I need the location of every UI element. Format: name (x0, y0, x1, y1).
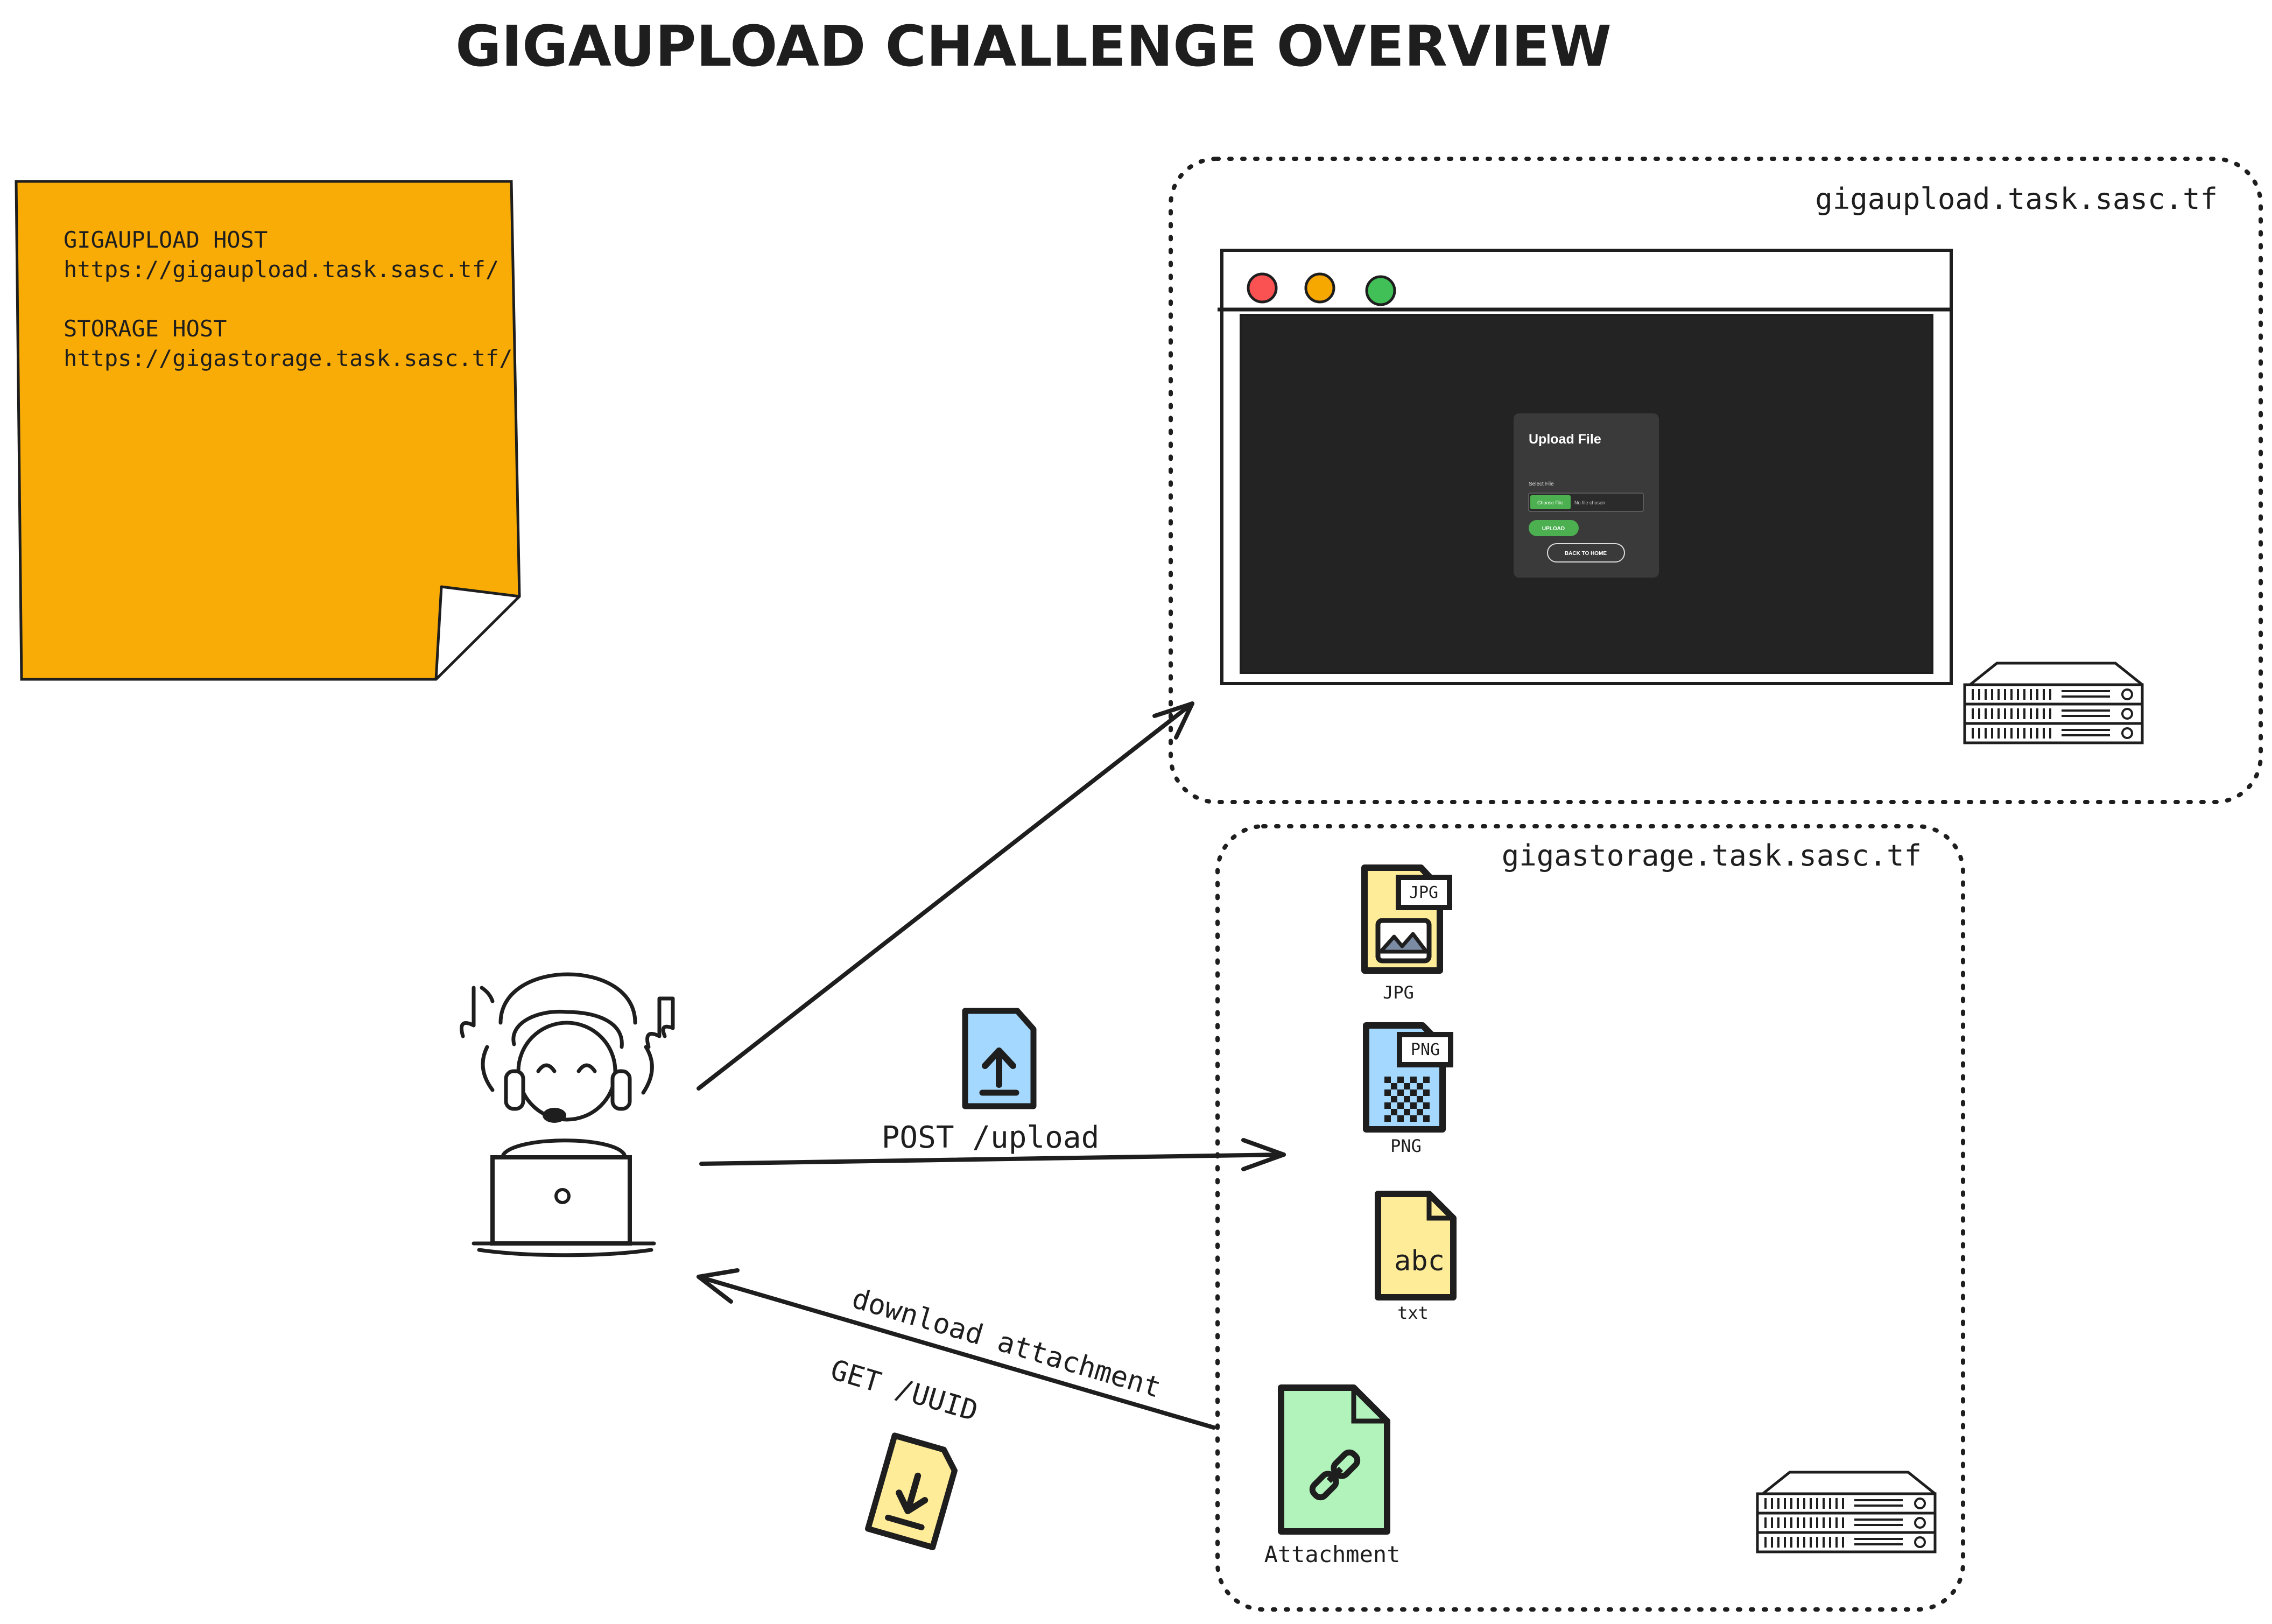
png-file: PNG PNG (1363, 1022, 1453, 1156)
upload-form-title: Upload File (1529, 432, 1601, 447)
diagram-title: GIGAUPLOAD CHALLENGE OVERVIEW (455, 13, 1612, 79)
checker-square (1391, 1083, 1397, 1089)
checker-square (1423, 1115, 1430, 1122)
gigaupload-zone-border (1169, 157, 2263, 804)
checker-square (1404, 1096, 1410, 1102)
gigastorage-zone: gigastorage.task.sasc.tf JPG JPG PNG PNG… (1215, 824, 1965, 1612)
checker-square (1384, 1077, 1391, 1083)
back-to-home-button-label: BACK TO HOME (1565, 551, 1607, 557)
checker-square (1384, 1115, 1391, 1122)
upload-button-label: UPLOAD (1542, 526, 1565, 532)
checker-square (1397, 1089, 1404, 1096)
sticky-note: GIGAUPLOAD HOST https://gigaupload.task.… (15, 180, 521, 681)
note-line-storage-host-url: https://gigastorage.task.sasc.tf/ (64, 345, 512, 371)
png-badge: PNG (1411, 1041, 1440, 1059)
checker-square (1384, 1102, 1391, 1109)
storage-server-rack-icon (1757, 1472, 1935, 1552)
note-line-upload-host-url: https://gigaupload.task.sasc.tf/ (64, 256, 499, 283)
window-minimize-button[interactable] (1304, 272, 1335, 304)
upload-button[interactable] (1529, 520, 1579, 536)
window-close-button[interactable] (1247, 272, 1278, 304)
note-line-upload-host-label: GIGAUPLOAD HOST (64, 227, 268, 253)
checker-square (1410, 1077, 1417, 1083)
checker-square (1410, 1115, 1417, 1122)
checker-square (1423, 1077, 1430, 1083)
arrow-download-attachment (697, 1275, 1216, 1430)
get-uuid-label: GET /UUID (827, 1354, 981, 1428)
checker-square (1397, 1102, 1404, 1109)
note-line-storage-host-label: STORAGE HOST (64, 315, 227, 342)
attachment-caption: Attachment (1264, 1541, 1401, 1567)
user-with-headphones-icon (460, 972, 675, 1257)
select-file-label: Select File (1529, 481, 1554, 487)
gigaupload-zone-label: gigaupload.task.sasc.tf (1815, 182, 2218, 216)
image-icon (1375, 918, 1432, 964)
jpg-caption: JPG (1383, 982, 1414, 1003)
link-icon (1309, 1449, 1361, 1501)
checker-square (1384, 1089, 1391, 1096)
checker-square (1410, 1102, 1417, 1109)
upload-form-card: Upload File Select File Choose File No f… (1514, 413, 1659, 578)
checker-square (1417, 1083, 1423, 1089)
checker-square (1391, 1109, 1397, 1115)
attachment-file-body (1278, 1384, 1390, 1535)
attachment-file: Attachment (1264, 1384, 1401, 1567)
checker-square (1423, 1102, 1430, 1109)
back-to-home-button[interactable] (1547, 543, 1625, 563)
gigaupload-zone: gigaupload.task.sasc.tf Upload File Sele… (1169, 157, 2263, 804)
upload-file-icon (962, 1008, 1037, 1109)
post-upload-label: POST /upload (882, 1120, 1100, 1155)
checker-square (1410, 1089, 1417, 1096)
no-file-chosen-text: No file chosen (1574, 500, 1605, 505)
text-icon: abc (1394, 1245, 1445, 1277)
choose-file-button[interactable] (1530, 495, 1571, 509)
checker-square (1404, 1109, 1410, 1115)
txt-caption: txt (1397, 1303, 1429, 1323)
arrow-post-upload (699, 1152, 1286, 1166)
download-file-icon (865, 1432, 958, 1550)
window-maximize-button[interactable] (1365, 275, 1396, 306)
checker-square (1391, 1096, 1397, 1102)
txt-file: abc txt (1375, 1191, 1457, 1323)
arrow-to-upload-host (697, 701, 1194, 1091)
gigastorage-zone-border (1215, 824, 1965, 1612)
browser-window: Upload File Select File Choose File No f… (1218, 249, 1953, 685)
sticky-note-fold (434, 585, 521, 681)
checker-square (1404, 1083, 1410, 1089)
checker-square (1417, 1109, 1423, 1115)
checker-icon (1384, 1077, 1430, 1122)
jpg-file: JPG JPG (1361, 864, 1452, 1003)
choose-file-button-label: Choose File (1537, 500, 1563, 505)
gigastorage-zone-label: gigastorage.task.sasc.tf (1502, 839, 1922, 873)
checker-square (1423, 1089, 1430, 1096)
checker-square (1397, 1115, 1404, 1122)
png-caption: PNG (1390, 1136, 1422, 1156)
checker-square (1397, 1077, 1404, 1083)
jpg-badge: JPG (1409, 883, 1438, 902)
checker-square (1417, 1096, 1423, 1102)
server-rack-icon (1965, 663, 2142, 743)
